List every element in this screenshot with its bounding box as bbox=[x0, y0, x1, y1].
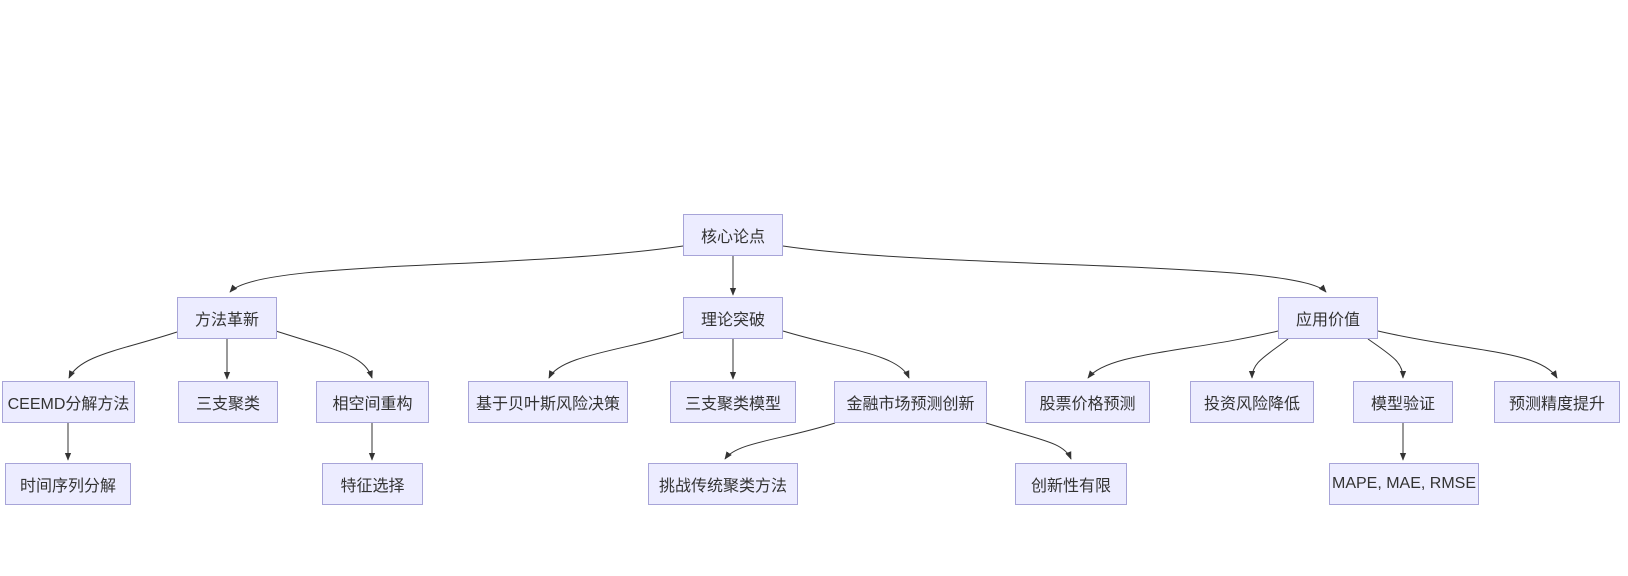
edge-theory-to-finance bbox=[782, 330, 910, 379]
node-time-series-decomposition: 时间序列分解 bbox=[5, 463, 131, 505]
node-model-validation: 模型验证 bbox=[1353, 381, 1453, 423]
node-prediction-accuracy-improvement: 预测精度提升 bbox=[1494, 381, 1620, 423]
node-challenge-traditional-clustering: 挑战传统聚类方法 bbox=[648, 463, 798, 505]
node-financial-market-prediction: 金融市场预测创新 bbox=[834, 381, 987, 423]
node-core-thesis: 核心论点 bbox=[683, 214, 783, 256]
node-ceemd-decomposition: CEEMD分解方法 bbox=[2, 381, 135, 423]
node-method-innovation: 方法革新 bbox=[177, 297, 277, 339]
edge-finance-to-challenge bbox=[724, 422, 836, 460]
edge-core-to-apply bbox=[782, 245, 1327, 293]
edge-method-to-phase bbox=[275, 330, 373, 379]
edge-apply-to-accuracy bbox=[1377, 330, 1558, 379]
node-limited-innovation: 创新性有限 bbox=[1015, 463, 1127, 505]
edge-core-to-method bbox=[229, 245, 684, 293]
node-phase-space-reconstruction: 相空间重构 bbox=[316, 381, 429, 423]
edge-method-to-ceemd bbox=[68, 331, 178, 379]
edge-apply-to-stock bbox=[1087, 330, 1279, 379]
node-investment-risk-reduction: 投资风险降低 bbox=[1190, 381, 1314, 423]
node-stock-price-prediction: 股票价格预测 bbox=[1025, 381, 1150, 423]
edge-finance-to-limited bbox=[985, 422, 1072, 460]
edge-apply-to-risk bbox=[1248, 338, 1289, 379]
node-bayesian-risk-decision: 基于贝叶斯风险决策 bbox=[468, 381, 628, 423]
node-error-metrics: MAPE, MAE, RMSE bbox=[1329, 463, 1479, 505]
node-theory-breakthrough: 理论突破 bbox=[683, 297, 783, 339]
node-application-value: 应用价值 bbox=[1278, 297, 1378, 339]
edge-apply-to-validate bbox=[1367, 338, 1407, 379]
node-three-way-clustering: 三支聚类 bbox=[178, 381, 278, 423]
node-feature-selection: 特征选择 bbox=[322, 463, 423, 505]
edge-theory-to-bayes bbox=[548, 331, 684, 379]
node-three-way-clustering-model: 三支聚类模型 bbox=[670, 381, 796, 423]
